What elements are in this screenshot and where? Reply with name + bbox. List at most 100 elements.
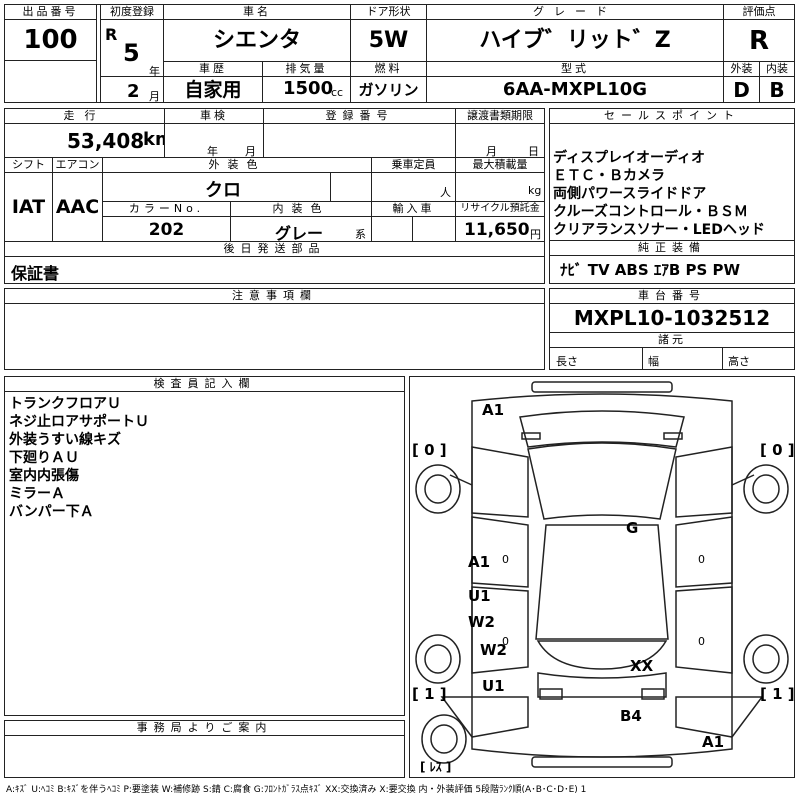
recycle-value: 11,650 <box>464 220 530 240</box>
displacement-label: 排気量 <box>263 62 350 77</box>
rating-label: 評価点 <box>724 5 794 20</box>
transfer-label: 譲渡書類期限 <box>456 109 544 124</box>
year-unit: 年 <box>149 65 160 78</box>
sales-item: 両側パワースライドドア <box>553 186 707 202</box>
ac-cell: エアコン AAC <box>52 157 103 242</box>
max-load-label: 最大積載量 <box>456 158 544 173</box>
inspector-line: 外装うすい線キズ <box>9 432 121 448</box>
ext-color-value: クロ <box>205 180 241 201</box>
fuel-cell: 燃料 ガソリン <box>350 61 427 103</box>
lot-value: 100 <box>23 25 78 55</box>
lot-label: 出品番号 <box>5 5 96 20</box>
mileage-cell: 走行 53,408 km <box>4 108 165 158</box>
interior-label: 内装 <box>760 62 794 77</box>
equip-cell: 純正装備 ﾅﾋﾞ TV ABS ｴｱB PS PW <box>549 240 795 284</box>
zero-b: 0 <box>502 635 509 648</box>
shift-cell: シフト IAT <box>4 157 53 242</box>
equip-value: ﾅﾋﾞ TV ABS ｴｱB PS PW <box>560 261 741 279</box>
fuel-label: 燃料 <box>351 62 426 77</box>
mileage-value: 53,408 <box>67 129 145 153</box>
tire-br: [ 1 ] <box>760 685 794 703</box>
regno-label: 登録番号 <box>264 109 455 124</box>
history-label: 車歴 <box>164 62 262 77</box>
inspection-month: 月 <box>245 145 256 158</box>
sales-label: セールスポイント <box>550 109 794 124</box>
recycle-cell: リサイクル預託金 11,650 円 <box>455 201 545 242</box>
sales-item: ディスプレイオーディオ <box>553 150 706 166</box>
inspector-lines: トランクフロアＵ ネジ止ロアサポートＵ 外装うすい線キズ 下廻りＡＵ 室内内張傷… <box>9 395 149 521</box>
tire-tl: [ 0 ] <box>412 441 447 459</box>
mark-a1-bottom: A1 <box>702 733 724 751</box>
first-reg-cell: 初度登録 R 5 年 2 月 <box>100 4 164 103</box>
office-cell: 事務局よりご案内 <box>4 720 405 778</box>
capacity-label: 乗車定員 <box>372 158 455 173</box>
spec-height: 高さ <box>728 355 750 368</box>
month-unit: 月 <box>149 90 160 103</box>
door-cell: ドア形状 5W <box>350 4 427 62</box>
ext-color-cell: 外装色 クロ <box>102 157 372 202</box>
exterior-label: 外装 <box>724 62 759 77</box>
sales-item: クリアランスソナー・LEDヘッド <box>553 222 765 238</box>
door-label: ドア形状 <box>351 5 426 20</box>
mark-a1-top: A1 <box>482 401 504 419</box>
ac-value: AAC <box>55 196 100 218</box>
inspector-line: ネジ止ロアサポートＵ <box>9 414 149 430</box>
notes-label: 注意事項欄 <box>5 289 544 304</box>
spare-tire: [ ﾚｽ ] <box>420 760 451 774</box>
recycle-label: リサイクル預託金 <box>456 202 544 217</box>
capacity-cell: 乗車定員 人 <box>371 157 456 202</box>
lot-cell: 出品番号 100 <box>4 4 97 61</box>
inspection-label: 車検 <box>165 109 263 124</box>
car-name-value: シエンタ <box>212 28 301 53</box>
legend: A:ｷｽﾞ U:ﾍｺﾐ B:ｷｽﾞを伴うﾍｺﾐ P:要塗装 W:補修跡 S:錆 … <box>6 785 587 795</box>
mark-u1-a: U1 <box>468 587 491 605</box>
mark-a1-left: A1 <box>468 553 490 571</box>
inspector-cell: 検査員記入欄 トランクフロアＵ ネジ止ロアサポートＵ 外装うすい線キズ 下廻りＡ… <box>4 376 405 716</box>
year-value: 5 <box>123 39 140 67</box>
chassis-label: 車台番号 <box>550 289 794 304</box>
exterior-cell: 外装 D <box>723 61 760 103</box>
transfer-cell: 譲渡書類期限 月 日 <box>455 108 545 158</box>
ext-color-label: 外装色 <box>103 158 371 173</box>
model-label: 型式 <box>427 62 723 77</box>
inspector-label: 検査員記入欄 <box>5 377 404 392</box>
history-cell: 車歴 自家用 <box>163 61 263 103</box>
chassis-cell: 車台番号 MXPL10-1032512 <box>549 288 795 333</box>
recycle-unit: 円 <box>530 228 541 241</box>
grade-label: グレード <box>427 5 723 20</box>
office-label: 事務局よりご案内 <box>5 721 404 736</box>
car-diagram: A1 [ 0 ] [ 0 ] G A1 U1 W2 W2 U1 XX B4 A1… <box>409 376 795 778</box>
era: R <box>105 25 118 44</box>
mark-b4: B4 <box>620 707 642 725</box>
import-label: 輸入車 <box>372 202 455 217</box>
spec-length: 長さ <box>556 355 578 368</box>
inspector-line: 室内内張傷 <box>9 468 79 484</box>
mark-u1-b: U1 <box>482 677 505 695</box>
inspector-line: バンパー下Ａ <box>9 504 94 520</box>
tire-bl: [ 1 ] <box>412 685 447 703</box>
first-reg-label: 初度登録 <box>101 5 163 20</box>
exterior-value: D <box>733 78 750 102</box>
interior-cell: 内装 B <box>759 61 795 103</box>
door-value: 5W <box>368 28 409 53</box>
fuel-value: ガソリン <box>358 81 419 99</box>
notes-cell: 注意事項欄 <box>4 288 545 370</box>
grade-value: ハイブ゛リット゛Z <box>479 28 671 53</box>
capacity-unit: 人 <box>440 186 451 199</box>
later-parts-value: 保証書 <box>11 264 60 283</box>
inspector-line: ミラーＡ <box>9 486 65 502</box>
mark-g: G <box>626 519 638 537</box>
equip-label: 純正装備 <box>550 241 794 256</box>
sales-item: ＥＴＣ・Ｂカメラ <box>553 168 665 184</box>
inspector-line: 下廻りＡＵ <box>9 450 79 466</box>
displacement-cell: 排気量 1500 cc <box>262 61 351 103</box>
model-value: 6AA-MXPL10G <box>502 79 648 100</box>
lot-blank <box>4 60 97 103</box>
sales-cell: セールスポイント ディスプレイオーディオ ＥＴＣ・Ｂカメラ 両側パワースライドド… <box>549 108 795 241</box>
car-outline: A1 [ 0 ] [ 0 ] G A1 U1 W2 W2 U1 XX B4 A1… <box>412 381 794 774</box>
model-cell: 型式 6AA-MXPL10G <box>426 61 724 103</box>
sales-list: ディスプレイオーディオ ＥＴＣ・Ｂカメラ 両側パワースライドドア クルーズコント… <box>553 149 765 239</box>
rating-cell: 評価点 R <box>723 4 795 62</box>
transfer-month: 月 <box>486 145 497 158</box>
sales-item: クルーズコントロール・ＢＳＭ <box>553 204 748 220</box>
